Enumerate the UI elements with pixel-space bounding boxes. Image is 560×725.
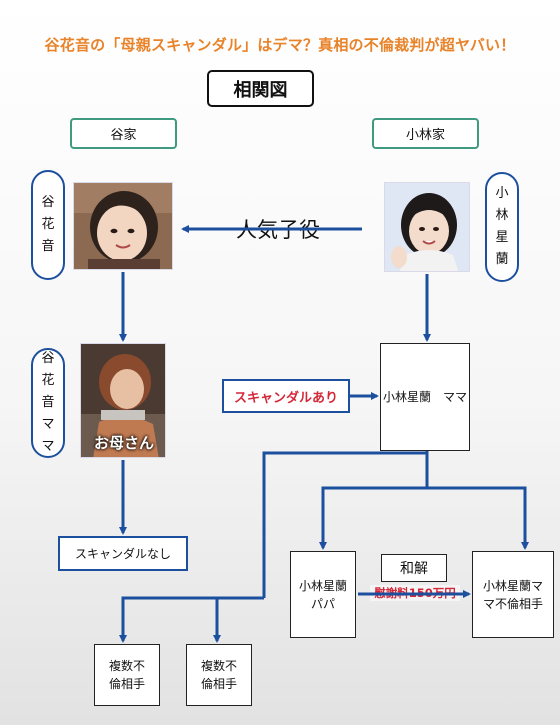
family-label-tani: 谷家 — [70, 118, 177, 149]
photo-caption: お母さん — [93, 434, 154, 452]
vertical-char: 谷 — [41, 351, 55, 366]
name-pill-seiran-text: 小林星蘭 — [495, 183, 508, 271]
diagram-heading: 相関図 — [207, 70, 314, 107]
vertical-char: 音 — [41, 239, 55, 254]
name-pill-kanon-mama-text: 谷花音ママ — [41, 348, 54, 458]
family-label-kobayashi: 小林家 — [372, 118, 479, 149]
vertical-char: 蘭 — [495, 252, 509, 267]
vertical-char: 林 — [495, 208, 509, 223]
vertical-char: 花 — [41, 373, 55, 388]
kanon-mama-photo: お母さん — [80, 343, 166, 458]
multi-partner-box-1: 複数不倫相手 — [94, 644, 160, 706]
page-title: 谷花音の「母親スキャンダル」はデマ？真相の不倫裁判が超ヤバい！ — [44, 36, 516, 54]
name-pill-kanon: 谷花音 — [31, 170, 65, 280]
name-pill-kanon-mama: 谷花音ママ — [31, 348, 65, 458]
seiran-papa-box: 小林星蘭パパ — [290, 551, 356, 638]
seiran-photo — [384, 182, 470, 272]
settlement-label: 和解 — [381, 554, 447, 582]
kanon-photo — [73, 182, 173, 270]
vertical-char: 星 — [495, 230, 509, 245]
vertical-char: 音 — [41, 395, 55, 410]
vertical-char: 谷 — [41, 195, 55, 210]
scandal-no-label: スキャンダルなし — [58, 536, 188, 571]
affair-partner-box: 小林星蘭ママ不倫相手 — [472, 551, 554, 638]
scandal-yes-label: スキャンダルあり — [222, 379, 350, 413]
vertical-char: マ — [41, 439, 55, 454]
name-pill-kanon-text: 谷花音 — [41, 192, 54, 258]
seiran-mama-box: 小林星蘭 ママ — [380, 343, 470, 451]
vertical-char: 小 — [495, 186, 509, 201]
vertical-char: 花 — [41, 217, 55, 232]
multi-partner-box-2: 複数不倫相手 — [186, 644, 252, 706]
name-pill-seiran: 小林星蘭 — [485, 172, 519, 282]
vertical-char: マ — [41, 417, 55, 432]
